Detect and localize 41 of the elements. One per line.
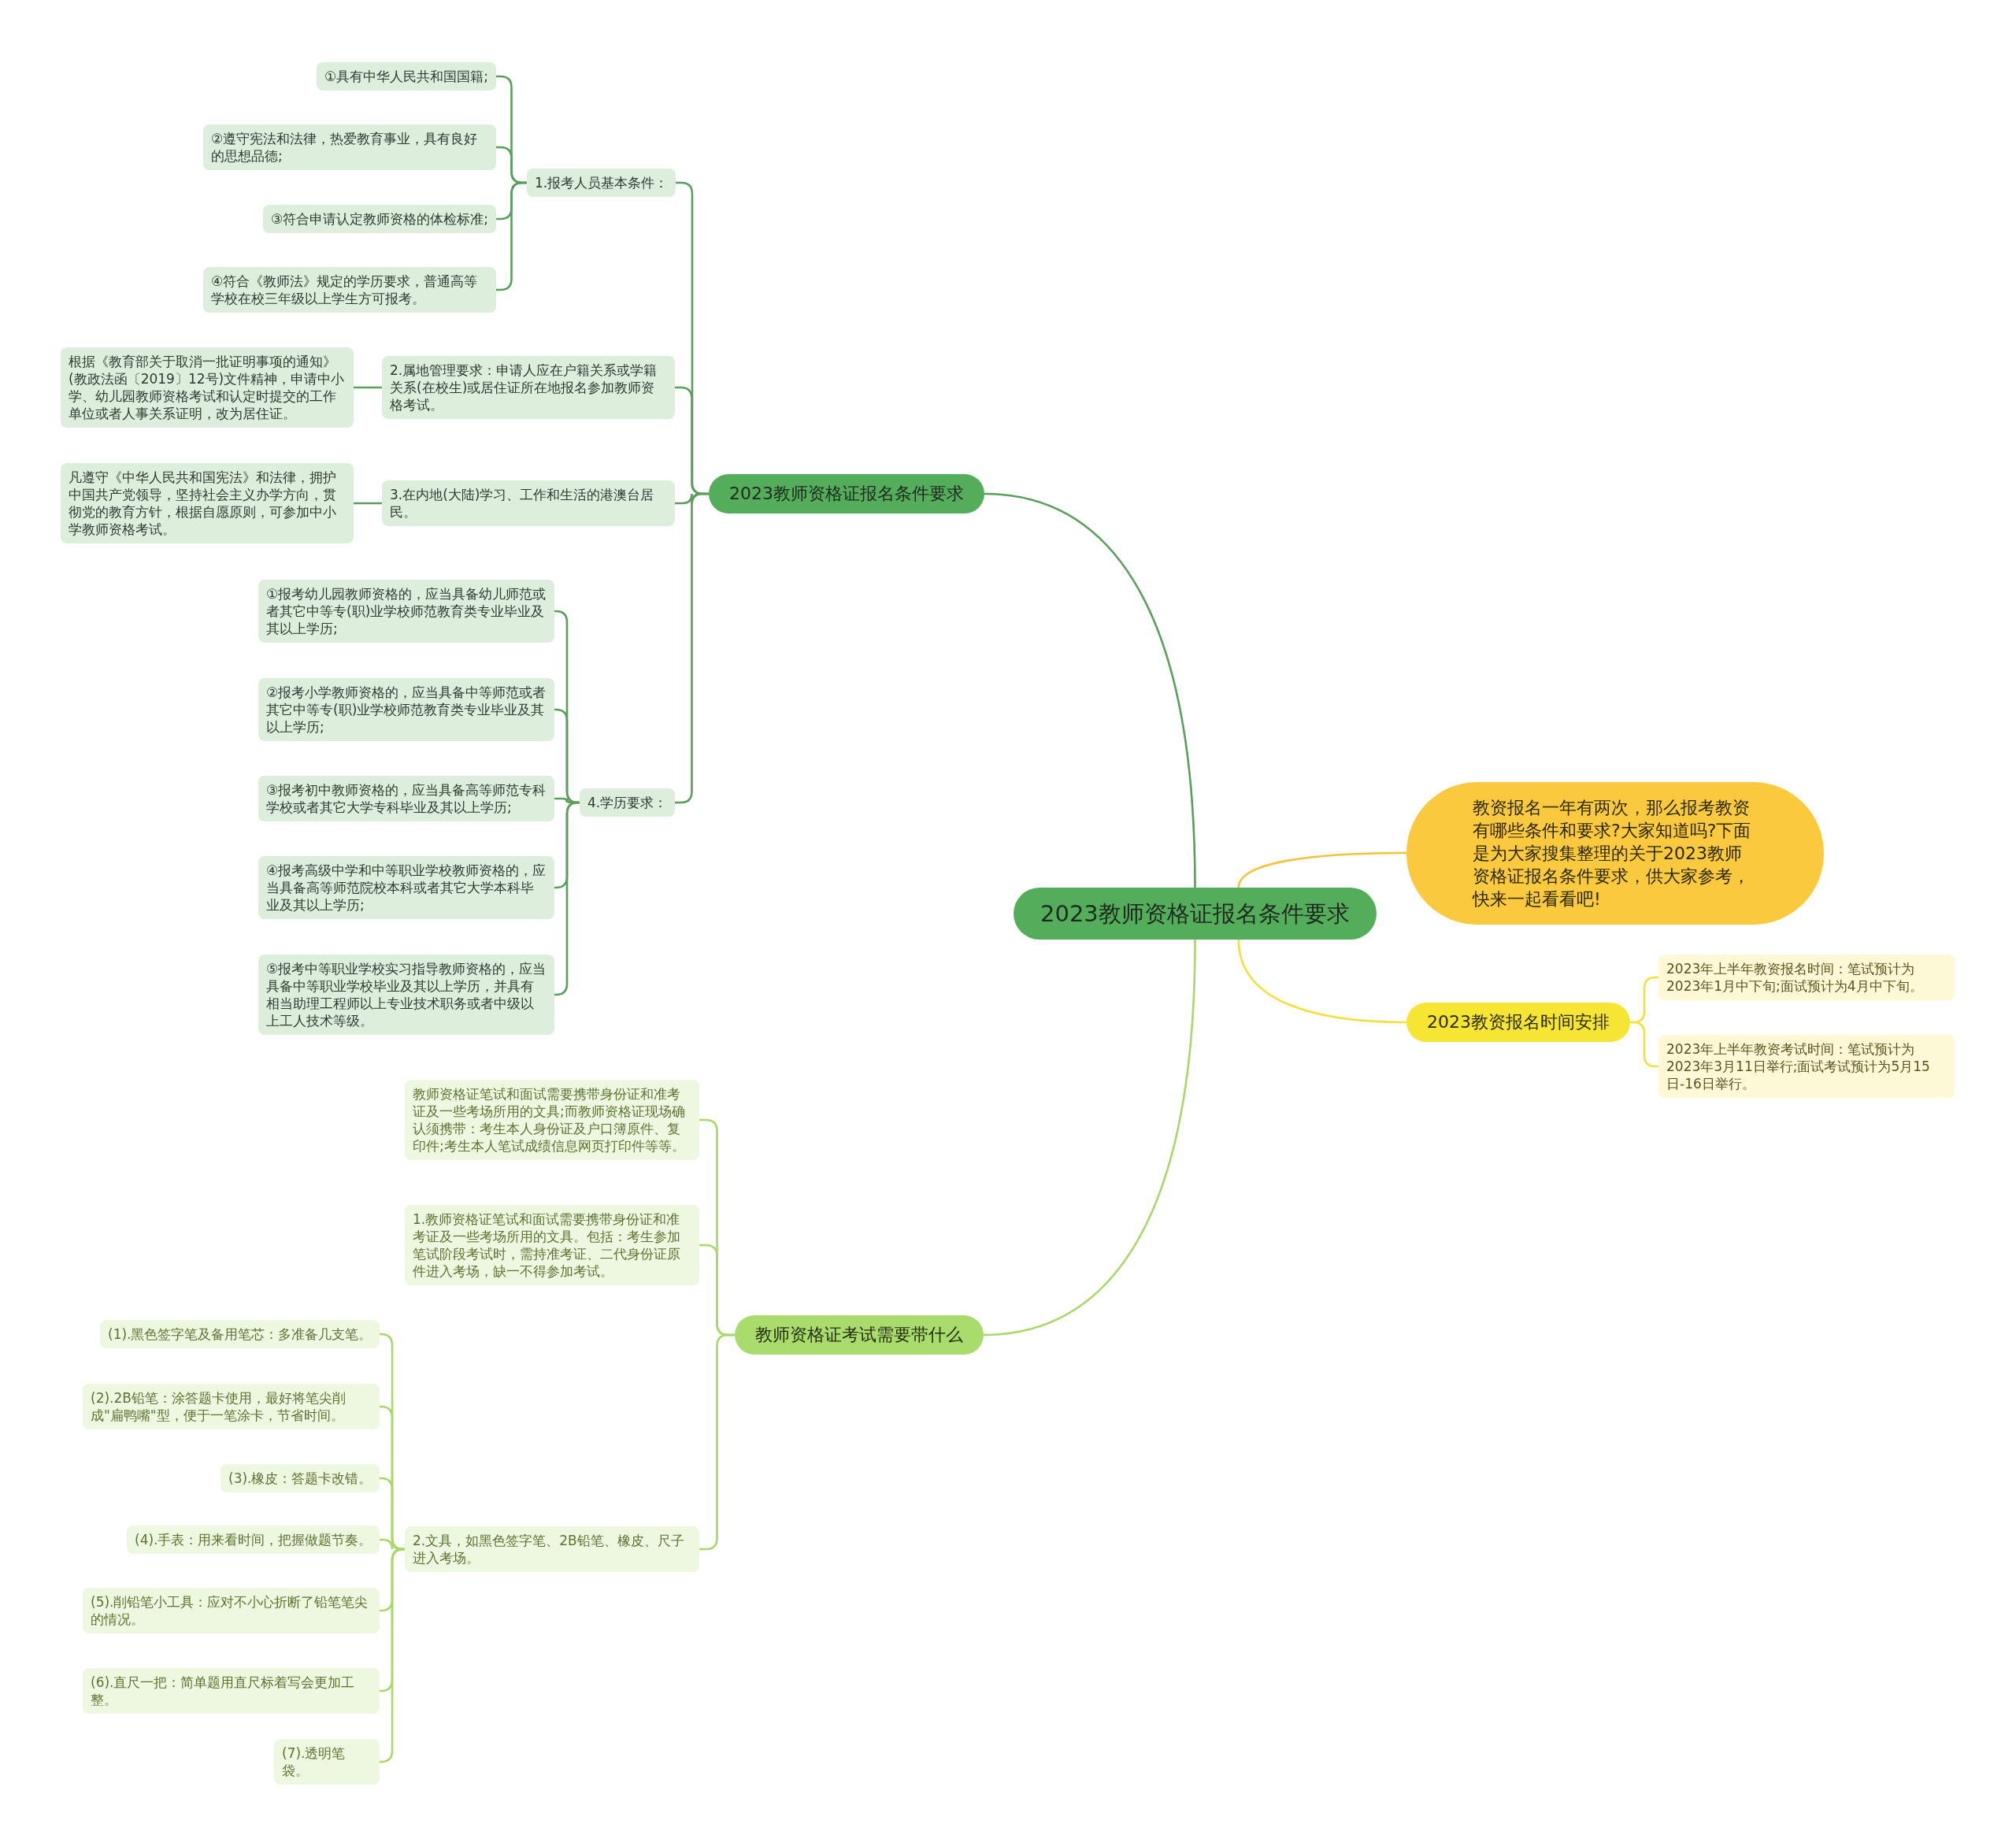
topic-box: (3).橡皮：答题卡改错。 [220, 1464, 380, 1492]
topic-box: 2.属地管理要求：申请人应在户籍关系或学籍关系(在校生)或居住证所在地报名参加教师资格考试。 [382, 356, 675, 419]
topic-box: ②遵守宪法和法律，热爱教育事业，具有良好的思想品德; [203, 124, 496, 170]
topic-box: (2).2B铅笔：涂答题卡使用，最好将笔尖削成"扁鸭嘴"型，便于一笔涂卡，节省时间。 [83, 1384, 380, 1429]
connector-line [699, 1333, 735, 1551]
topic-box: ③符合申请认定教师资格的体检标准; [263, 205, 496, 233]
topic-box: (7).透明笔袋。 [274, 1739, 380, 1785]
topic-box: (1).黑色签字笔及备用笔芯：多准备几支笔。 [100, 1320, 380, 1348]
branch-pill: 2023教师资格证报名条件要求 [709, 474, 984, 514]
topic-box: ②报考小学教师资格的，应当具备中等师范或者其它中等专(职)业学校师范教育类专业毕业及其以上学历; [258, 678, 554, 741]
connector-line [1630, 1021, 1658, 1068]
topic-box: ③报考初中教师资格的，应当具备高等师范专科学校或者其它大学专科毕业及其以上学历; [258, 776, 554, 821]
topic-pill: 2023教师资格证报名条件要求 [1014, 888, 1377, 940]
topic-box: 1.教师资格证笔试和面试需要携带身份证和准考证及一些考场所用的文具。包括：考生参加笔试阶段考试时，需持准考证、二代身份证原件进入考场，缺一不得参加考试。 [405, 1205, 699, 1285]
topic-box: ④符合《教师法》规定的学历要求，普通高等学校在校三年级以上学生方可报考。 [203, 267, 496, 313]
branch-pill: 教师资格证考试需要带什么 [735, 1315, 984, 1355]
topic-box: 3.在内地(大陆)学习、工作和生活的港澳台居民。 [382, 480, 675, 526]
topic-box: 2023年上半年教资报名时间：笔试预计为2023年1月中下旬;面试预计为4月中下旬。 [1658, 955, 1955, 1000]
topic-box: (6).直尺一把：简单题用直尺标着写会更加工整。 [83, 1668, 380, 1714]
connector-line [379, 1548, 406, 1763]
connector-line [983, 939, 1196, 1337]
topic-box: ①报考幼儿园教师资格的，应当具备幼儿师范或者其它中等专(职)业学校师范教育类专业毕业及其以上学历; [258, 580, 554, 643]
connector-line [984, 492, 1196, 888]
branch-pill: 2023教资报名时间安排 [1406, 1003, 1630, 1042]
topic-box: 1.报考人员基本条件： [527, 169, 676, 197]
topic-box: 4.学历要求： [580, 788, 676, 817]
topic-box: (4).手表：用来看时间，把握做题节奏。 [127, 1526, 380, 1554]
topic-box: 2023年上半年教资考试时间：笔试预计为2023年3月11日举行;面试考试预计为5月15日-16日举行。 [1658, 1035, 1955, 1098]
topic-box: ④报考高级中学和中等职业学校教师资格的，应当具备高等师范院校本科或者其它大学本科毕业及其以上学历; [258, 856, 554, 919]
topic-box: ①具有中华人民共和国国籍; [317, 62, 496, 91]
connector-line [354, 502, 382, 505]
intro-pill: 教资报名一年有两次，那么报考教资有哪些条件和要求?大家知道吗?下面是为大家搜集整理的关于2023教师资格证报名条件要求，供大家参考，快来一起看看吧! [1406, 781, 1824, 925]
connector-line [1237, 851, 1406, 888]
topic-box: 凡遵守《中华人民共和国宪法》和法律，拥护中国共产党领导，坚持社会主义办学方向，贯彻党的教育方针，根据自愿原则，可参加中小学教师资格考试。 [61, 463, 354, 543]
topic-box: 根据《教育部关于取消一批证明事项的通知》(教政法函〔2019〕12号)文件精神，申请中小学、幼儿园教师资格考试和认定时提交的工作单位或者人事关系证明，改为居住证。 [61, 347, 354, 428]
topic-box: (5).削铅笔小工具：应对不小心折断了铅笔笔尖的情况。 [83, 1588, 380, 1633]
connector-line [354, 386, 382, 389]
topic-box: ⑤报考中等职业学校实习指导教师资格的，应当具备中等职业学校毕业及其以上学历，并具有相当助理工程师以上专业技术职务或者中级以上工人技术等级。 [258, 955, 554, 1035]
topic-box: 教师资格证笔试和面试需要携带身份证和准考证及一些考场所用的文具;而教师资格证现场确认须携带：考生本人身份证及户口簿原件、复印件;考生本人笔试成绩信息网页打印件等等。 [405, 1080, 699, 1160]
topic-box: 2.文具，如黑色签字笔、2B铅笔、橡皮、尺子进入考场。 [405, 1526, 699, 1572]
connector-line [1237, 939, 1407, 1024]
